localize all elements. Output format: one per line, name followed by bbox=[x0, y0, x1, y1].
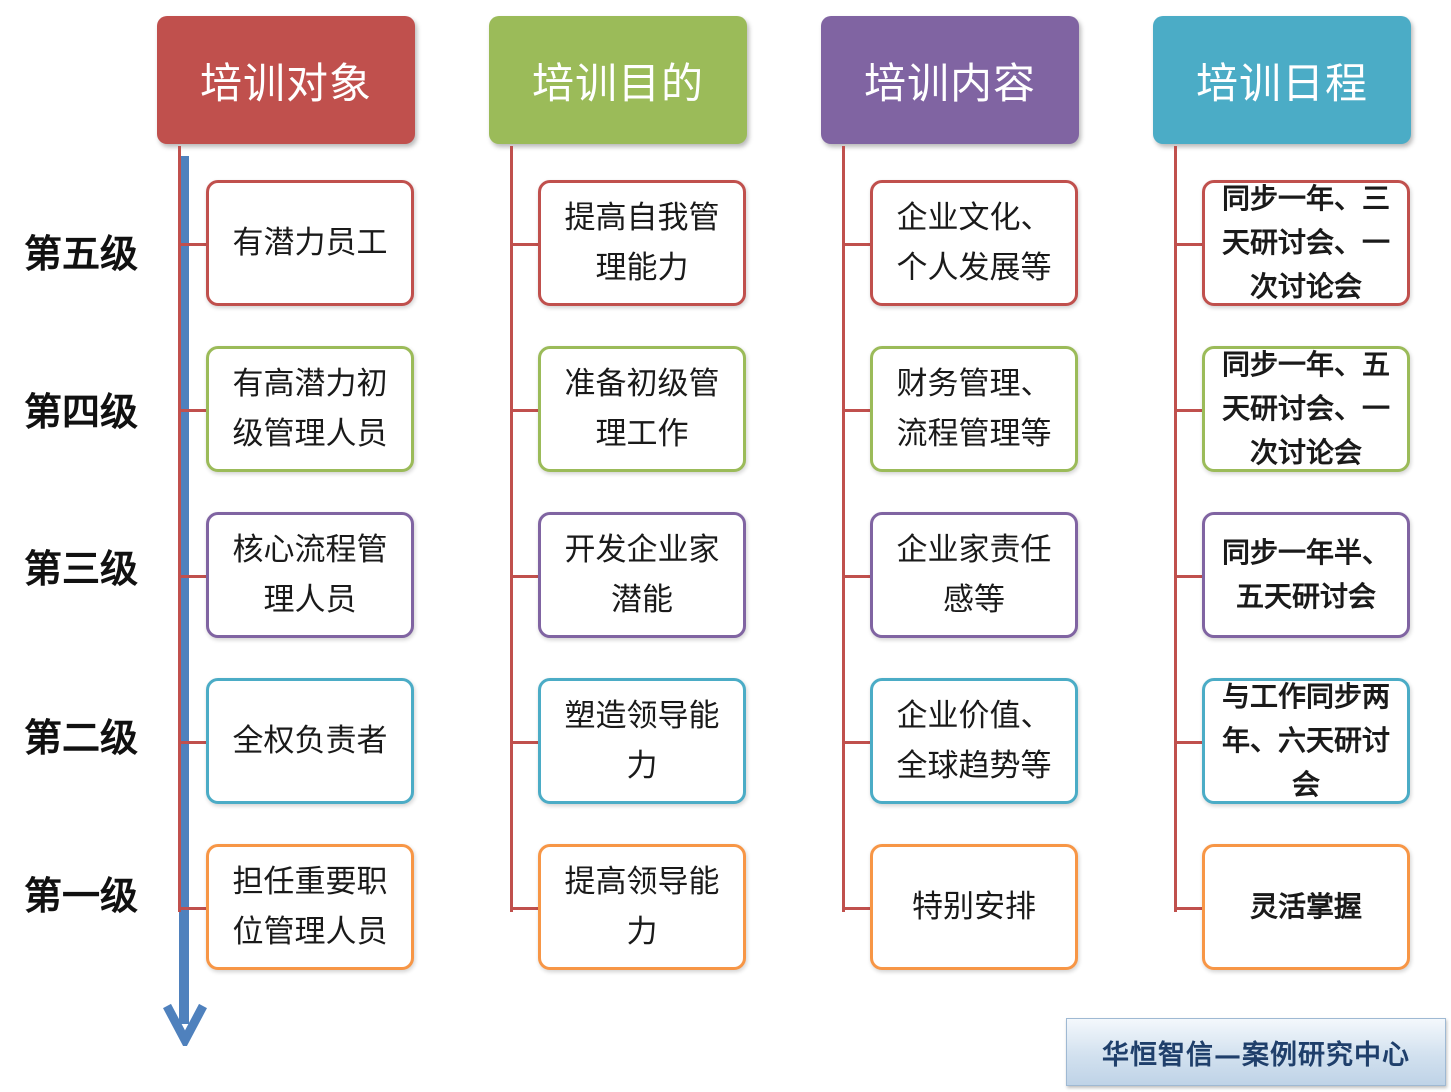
content-box: 企业家责任感等 bbox=[870, 512, 1078, 638]
purpose-box: 塑造领导能力 bbox=[538, 678, 746, 804]
level-label-1: 第一级 bbox=[24, 874, 139, 918]
header-purpose: 培训目的 bbox=[489, 16, 747, 144]
connector-branch bbox=[510, 243, 538, 246]
connector-branch bbox=[178, 409, 206, 412]
content-box: 特别安排 bbox=[870, 844, 1078, 970]
level-label-2: 第二级 bbox=[24, 716, 139, 760]
level-label-3: 第三级 bbox=[24, 547, 139, 591]
purpose-box: 准备初级管理工作 bbox=[538, 346, 746, 472]
trainee-box: 担任重要职位管理人员 bbox=[206, 844, 414, 970]
schedule-box: 同步一年半、五天研讨会 bbox=[1202, 512, 1410, 638]
connector-trunk-purpose bbox=[510, 146, 513, 912]
arrow-down-icon bbox=[163, 1003, 207, 1046]
connector-branch bbox=[842, 575, 870, 578]
content-box: 企业价值、全球趋势等 bbox=[870, 678, 1078, 804]
schedule-box: 同步一年、五天研讨会、一次讨论会 bbox=[1202, 346, 1410, 472]
purpose-box: 提高自我管理能力 bbox=[538, 180, 746, 306]
trainee-box: 全权负责者 bbox=[206, 678, 414, 804]
header-trainees: 培训对象 bbox=[157, 16, 415, 144]
connector-branch bbox=[178, 907, 206, 910]
level-label-5: 第五级 bbox=[24, 232, 139, 276]
content-box: 企业文化、个人发展等 bbox=[870, 180, 1078, 306]
level-axis-line bbox=[179, 156, 189, 1024]
schedule-box: 灵活掌握 bbox=[1202, 844, 1410, 970]
trainee-box: 核心流程管理人员 bbox=[206, 512, 414, 638]
connector-branch bbox=[842, 907, 870, 910]
connector-trunk-trainee bbox=[178, 146, 181, 912]
trainee-box: 有高潜力初级管理人员 bbox=[206, 346, 414, 472]
connector-branch bbox=[510, 575, 538, 578]
connector-branch bbox=[510, 907, 538, 910]
header-content: 培训内容 bbox=[821, 16, 1079, 144]
level-label-4: 第四级 bbox=[24, 390, 139, 434]
connector-branch bbox=[178, 243, 206, 246]
connector-branch bbox=[178, 575, 206, 578]
connector-branch bbox=[1174, 907, 1202, 910]
purpose-box: 提高领导能力 bbox=[538, 844, 746, 970]
connector-branch bbox=[1174, 575, 1202, 578]
footer-banner: 华恒智信—案例研究中心 bbox=[1066, 1018, 1446, 1086]
connector-trunk-schedule bbox=[1174, 146, 1177, 912]
connector-branch bbox=[1174, 409, 1202, 412]
header-schedule: 培训日程 bbox=[1153, 16, 1411, 144]
purpose-box: 开发企业家潜能 bbox=[538, 512, 746, 638]
connector-branch bbox=[510, 409, 538, 412]
content-box: 财务管理、流程管理等 bbox=[870, 346, 1078, 472]
connector-branch bbox=[510, 741, 538, 744]
schedule-box: 同步一年、三天研讨会、一次讨论会 bbox=[1202, 180, 1410, 306]
connector-branch bbox=[1174, 741, 1202, 744]
connector-branch bbox=[1174, 243, 1202, 246]
schedule-box: 与工作同步两年、六天研讨会 bbox=[1202, 678, 1410, 804]
connector-branch bbox=[842, 409, 870, 412]
connector-branch bbox=[178, 741, 206, 744]
connector-branch bbox=[842, 741, 870, 744]
trainee-box: 有潜力员工 bbox=[206, 180, 414, 306]
connector-branch bbox=[842, 243, 870, 246]
connector-trunk-content bbox=[842, 146, 845, 912]
